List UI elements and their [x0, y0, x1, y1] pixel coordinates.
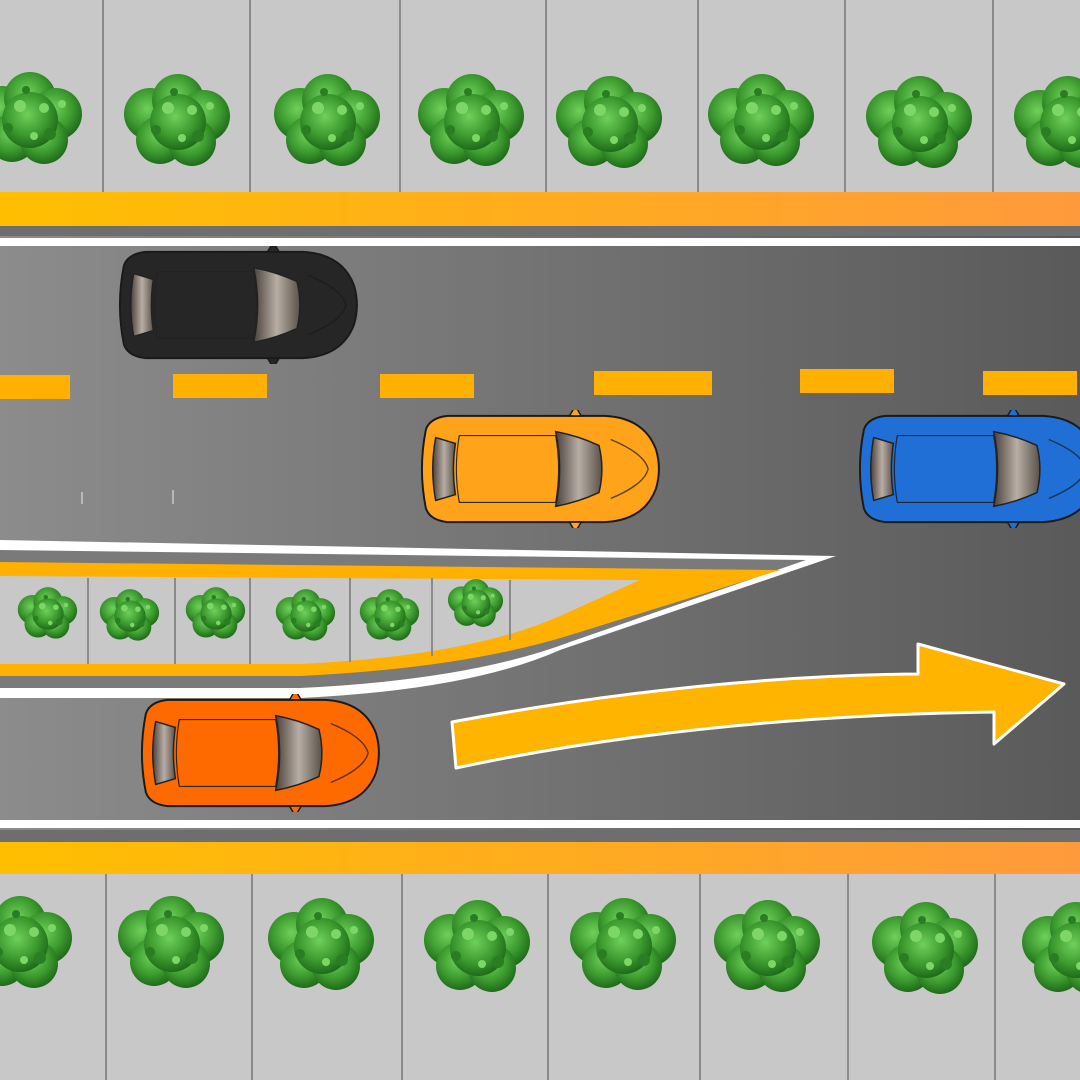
yellow-car: [420, 410, 660, 528]
top-edge-line: [0, 238, 1080, 246]
top-curb: [0, 192, 1080, 226]
blue-car: [858, 410, 1080, 528]
median-island: [0, 540, 836, 698]
bottom-curb: [0, 842, 1080, 874]
black-car: [118, 246, 358, 364]
arrow-right-icon: [450, 642, 1066, 770]
center-dashed-line: [0, 369, 1077, 399]
bottom-edge-line: [0, 820, 1080, 828]
orange-car: [140, 694, 380, 812]
